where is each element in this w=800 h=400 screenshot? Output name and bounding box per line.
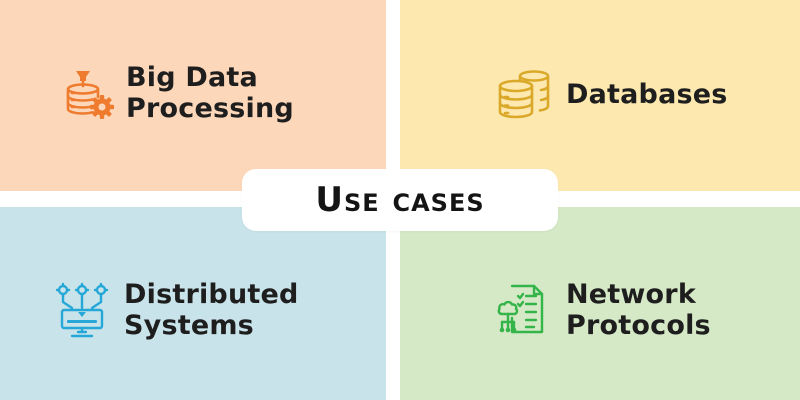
distributed-systems-label: Distributed Systems xyxy=(124,279,299,341)
database-stack-icon xyxy=(498,70,550,119)
database-gear-icon xyxy=(66,71,114,119)
distributed-network-icon xyxy=(55,282,109,338)
distributed-systems-line-1: Distributed xyxy=(124,279,299,310)
big-data-processing-line-1: Big Data xyxy=(126,62,258,93)
big-data-processing-label: Big Data Processing xyxy=(126,62,294,124)
quadrant-big-data-processing: Big Data Processing xyxy=(0,0,386,191)
network-protocols-group: Network Protocols xyxy=(496,279,711,341)
network-protocols-line-1: Network xyxy=(566,279,696,310)
center-title: Use cases xyxy=(315,180,485,220)
distributed-systems-group: Distributed Systems xyxy=(54,279,299,341)
quadrant-databases: Databases xyxy=(400,0,800,191)
big-data-processing-line-2: Processing xyxy=(126,93,294,124)
quadrant-network-protocols: Network Protocols xyxy=(400,207,800,400)
databases-label: Databases xyxy=(566,79,728,110)
databases-group: Databases xyxy=(496,66,728,122)
document-network-icon xyxy=(497,284,544,334)
quadrant-distributed-systems: Distributed Systems xyxy=(0,207,386,400)
network-protocols-label: Network Protocols xyxy=(566,279,711,341)
center-title-pill: Use cases xyxy=(242,169,558,231)
big-data-processing-group: Big Data Processing xyxy=(62,62,294,124)
network-protocols-line-2: Protocols xyxy=(566,310,711,341)
databases-line-1: Databases xyxy=(566,78,728,110)
distributed-systems-line-2: Systems xyxy=(124,310,254,341)
